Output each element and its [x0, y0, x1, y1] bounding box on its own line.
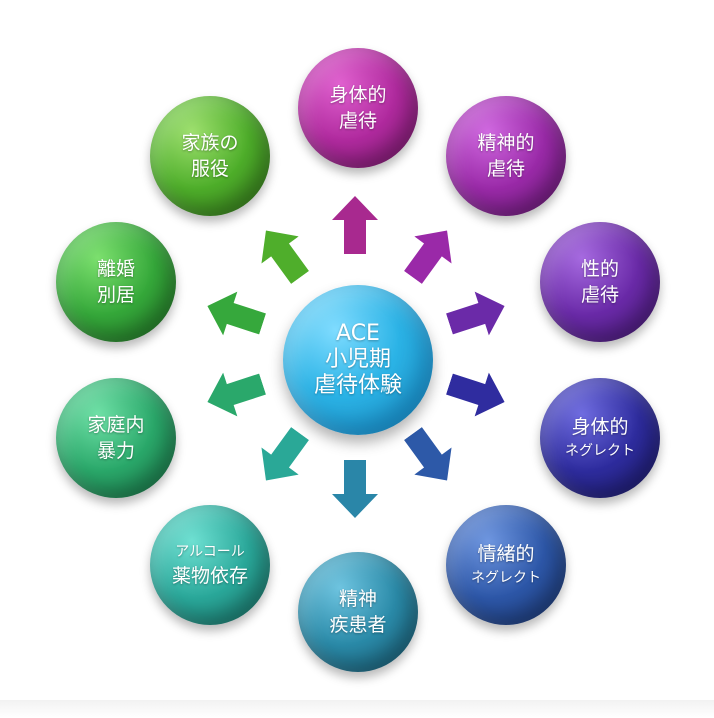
node-label-1: 性的 [580, 258, 619, 280]
node-label-1: 精神 [338, 588, 377, 610]
arrow-lower-left-icon [261, 427, 309, 481]
node-sexual-abuse: 性的 虐待 [540, 222, 660, 342]
arrow-right-down-icon [446, 372, 505, 417]
center-label-2: 小児期 [324, 347, 391, 372]
floor-reflection [0, 700, 714, 718]
arrow-upper-right-icon [404, 230, 452, 284]
node-label-2: 暴力 [96, 440, 135, 462]
arrow-up-icon [332, 196, 378, 254]
arrow-left-up-icon [207, 291, 266, 336]
node-label-2: 虐待 [486, 158, 525, 180]
node-mentally-ill-member: 精神 疾患者 [298, 552, 418, 672]
node-emotional-neglect: 情緒的 ネグレクト [446, 505, 566, 625]
node-incarcerated-member: 家族の 服役 [150, 96, 270, 216]
node-label-1: アルコール [175, 544, 245, 560]
node-physical-abuse: 身体的 虐待 [298, 48, 418, 168]
node-physical-neglect: 身体的 ネグレクト [540, 378, 660, 498]
node-label-1: 身体的 [571, 416, 629, 438]
node-psychological-abuse: 精神的 虐待 [446, 96, 566, 216]
node-label-1: 離婚 [96, 258, 135, 280]
node-label-2: 虐待 [580, 284, 619, 306]
node-label-2: ネグレクト [471, 570, 541, 586]
node-label-2: 別居 [96, 284, 135, 306]
node-label-1: 精神的 [477, 132, 535, 154]
node-label-2: 虐待 [338, 110, 377, 132]
arrow-lower-right-icon [404, 427, 452, 481]
arrow-upper-left-icon [261, 230, 309, 284]
node-label-2: 薬物依存 [171, 565, 248, 587]
arrow-left-down-icon [207, 372, 266, 417]
arrow-down-icon [332, 460, 378, 518]
node-label-2: ネグレクト [565, 443, 635, 459]
node-label-1: 家庭内 [87, 414, 145, 436]
node-label-2: 疾患者 [329, 614, 387, 636]
arrow-right-up-icon [446, 291, 505, 336]
node-label-2: 服役 [190, 158, 229, 180]
node-label-1: 家族の [181, 132, 239, 154]
node-domestic-violence: 家庭内 暴力 [56, 378, 176, 498]
node-label-1: 情緒的 [477, 543, 535, 565]
node-divorce-separation: 離婚 別居 [56, 222, 176, 342]
center-label-1: ACE [336, 321, 380, 346]
center-label-3: 虐待体験 [313, 373, 402, 398]
center-node: ACE 小児期 虐待体験 [283, 285, 433, 435]
node-substance-abuse: アルコール 薬物依存 [150, 505, 270, 625]
node-label-1: 身体的 [329, 84, 387, 106]
